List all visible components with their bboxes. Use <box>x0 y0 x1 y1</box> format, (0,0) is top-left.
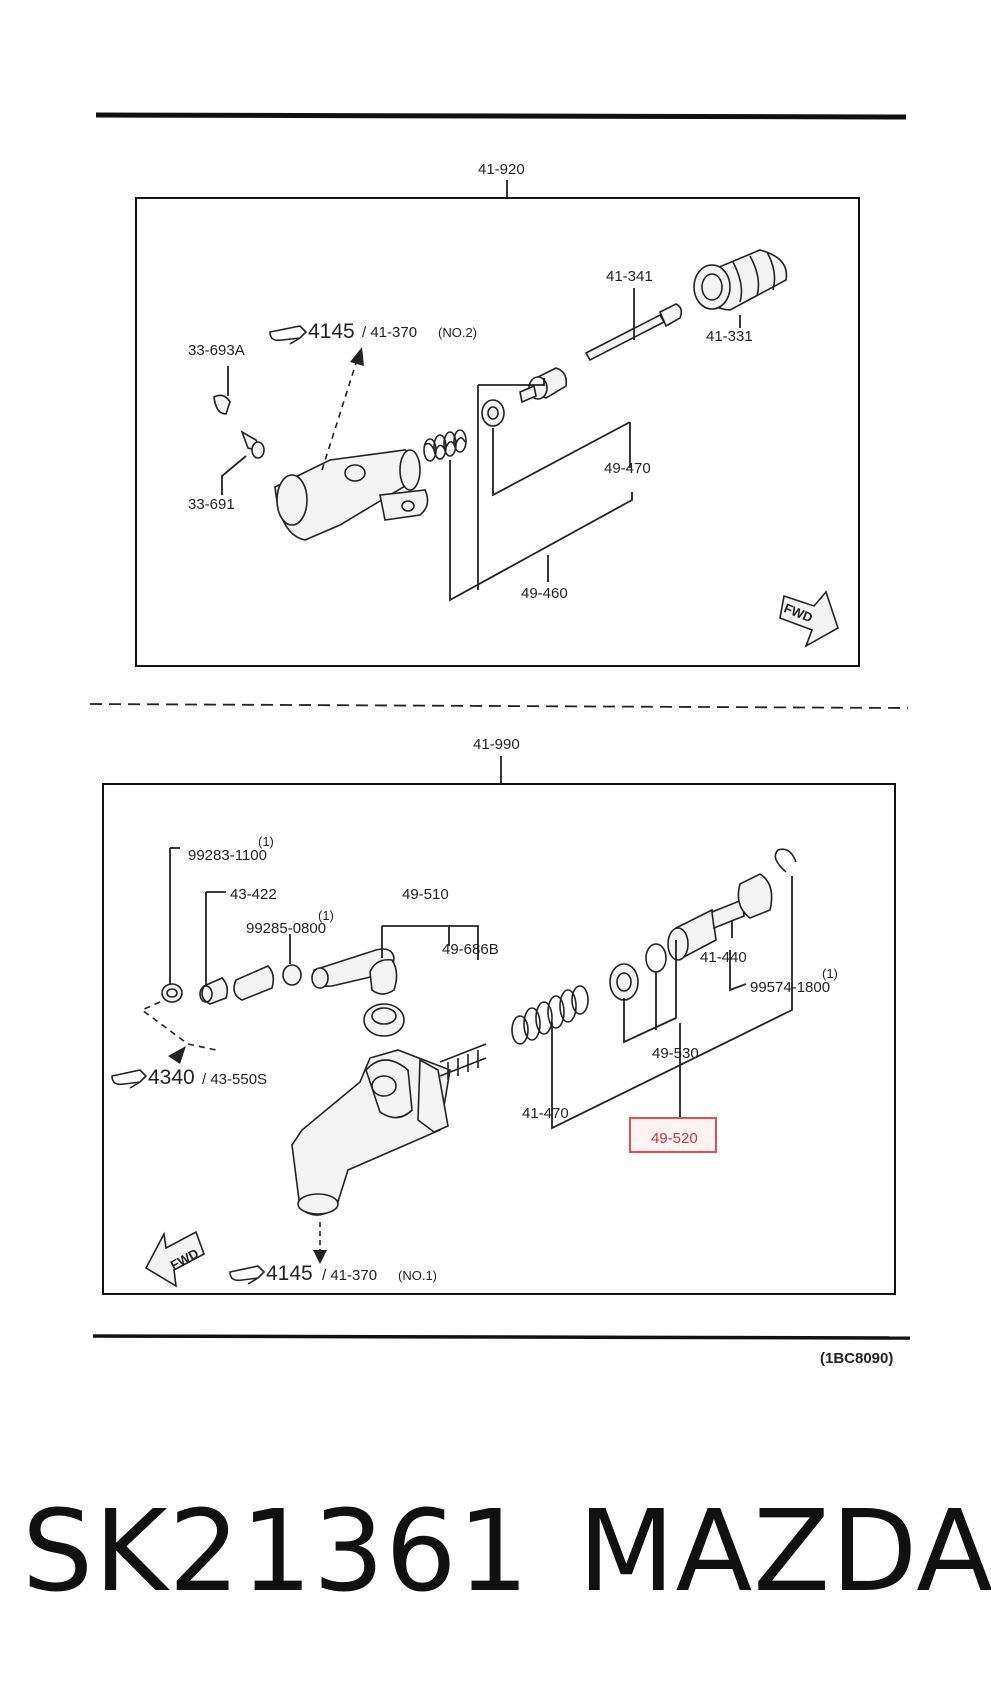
brand-name: MAZDA <box>578 1487 991 1617</box>
boot-41-331 <box>693 249 788 311</box>
upper-label-41-341: 41-341 <box>606 268 653 285</box>
lower-label-49-530: 49-530 <box>652 1045 699 1062</box>
snap-ring <box>774 848 797 873</box>
lower-label-99574-1800: 99574-1800 <box>750 979 830 996</box>
lower-frame <box>102 783 896 1295</box>
section-separator <box>89 703 909 709</box>
piston-41-440 <box>667 873 773 961</box>
lower-label-41-470: 41-470 <box>522 1105 569 1122</box>
pointing-hand-icon <box>269 325 308 345</box>
bottom-rule <box>92 1334 911 1340</box>
upper-reference: 4145 / 41-370 (NO.2) <box>269 320 477 345</box>
upper-assembly: 41-920 <box>135 161 860 667</box>
hose-43-422 <box>199 965 275 1005</box>
lower-ref-dashed <box>140 1001 217 1051</box>
lower-ref-bottom-part: / 41-370 <box>322 1267 377 1284</box>
lower-label-49-686B: 49-686B <box>442 941 499 958</box>
lower-label-41-440: 41-440 <box>700 949 747 966</box>
upper-fwd-arrow: FWD <box>779 590 839 648</box>
upper-label-41-331: 41-331 <box>706 328 753 345</box>
highlighted-part-label[interactable]: 49-520 <box>651 1130 698 1147</box>
lower-assembly: 41-990 <box>102 736 896 1295</box>
qty-mark-2: (1) <box>318 908 334 923</box>
bleeder-screw <box>213 394 265 459</box>
hose-clamp <box>161 983 183 1003</box>
upper-ref-page: 4145 <box>308 320 355 343</box>
part-number: SK21361 <box>22 1487 530 1617</box>
upper-label-33-693A: 33-693A <box>188 342 245 359</box>
piston-49-470 <box>481 367 568 427</box>
hose-clamp-small <box>282 964 302 986</box>
upper-cylinder-body <box>274 449 429 541</box>
qty-mark-1: (1) <box>258 834 274 849</box>
lower-label-49-510: 49-510 <box>402 886 449 903</box>
lower-title: 41-990 <box>473 736 520 753</box>
seal-49-686B <box>363 1003 405 1037</box>
lower-fwd-arrow: FWD <box>144 1230 205 1288</box>
lower-ref-bottom-note: (NO.1) <box>398 1268 437 1283</box>
qty-mark-3: (1) <box>822 966 838 981</box>
upper-ref-arrow <box>321 356 359 471</box>
upper-frame <box>135 197 860 667</box>
pointing-hand-icon <box>229 1265 266 1285</box>
lower-ref-top: 4340 / 43-550S <box>111 1066 267 1089</box>
lower-ref-top-page: 4340 <box>148 1066 195 1089</box>
upper-label-49-460: 49-460 <box>521 585 568 602</box>
spring-41-470 <box>511 985 589 1045</box>
upper-title: 41-920 <box>478 161 525 178</box>
upper-label-33-691: 33-691 <box>188 496 235 513</box>
upper-label-49-470: 49-470 <box>604 460 651 477</box>
lower-label-43-422: 43-422 <box>230 886 277 903</box>
parts-diagram: 41-920 <box>89 112 911 1367</box>
top-rule <box>95 112 907 120</box>
upper-ref-note: (NO.2) <box>438 325 477 340</box>
spring-49-460 <box>423 429 467 462</box>
upper-ref-part: / 41-370 <box>362 324 417 341</box>
slave-cylinder-body <box>291 1043 487 1216</box>
lower-ref-bottom-page: 4145 <box>266 1262 313 1285</box>
cup-49-530 <box>609 943 667 1001</box>
lower-label-99285-0800: 99285-0800 <box>246 920 326 937</box>
pipe-49-510 <box>311 948 398 995</box>
lower-ref-top-part: / 43-550S <box>202 1071 267 1088</box>
diagram-code: (1BC8090) <box>820 1350 893 1367</box>
lower-label-99283-1100: 99283-1100 <box>188 847 267 864</box>
lower-ref-bottom: 4145 / 41-370 (NO.1) <box>229 1262 437 1285</box>
pointing-hand-icon <box>111 1069 148 1089</box>
highlight-box <box>629 1117 717 1153</box>
push-rod-41-341 <box>584 303 683 362</box>
